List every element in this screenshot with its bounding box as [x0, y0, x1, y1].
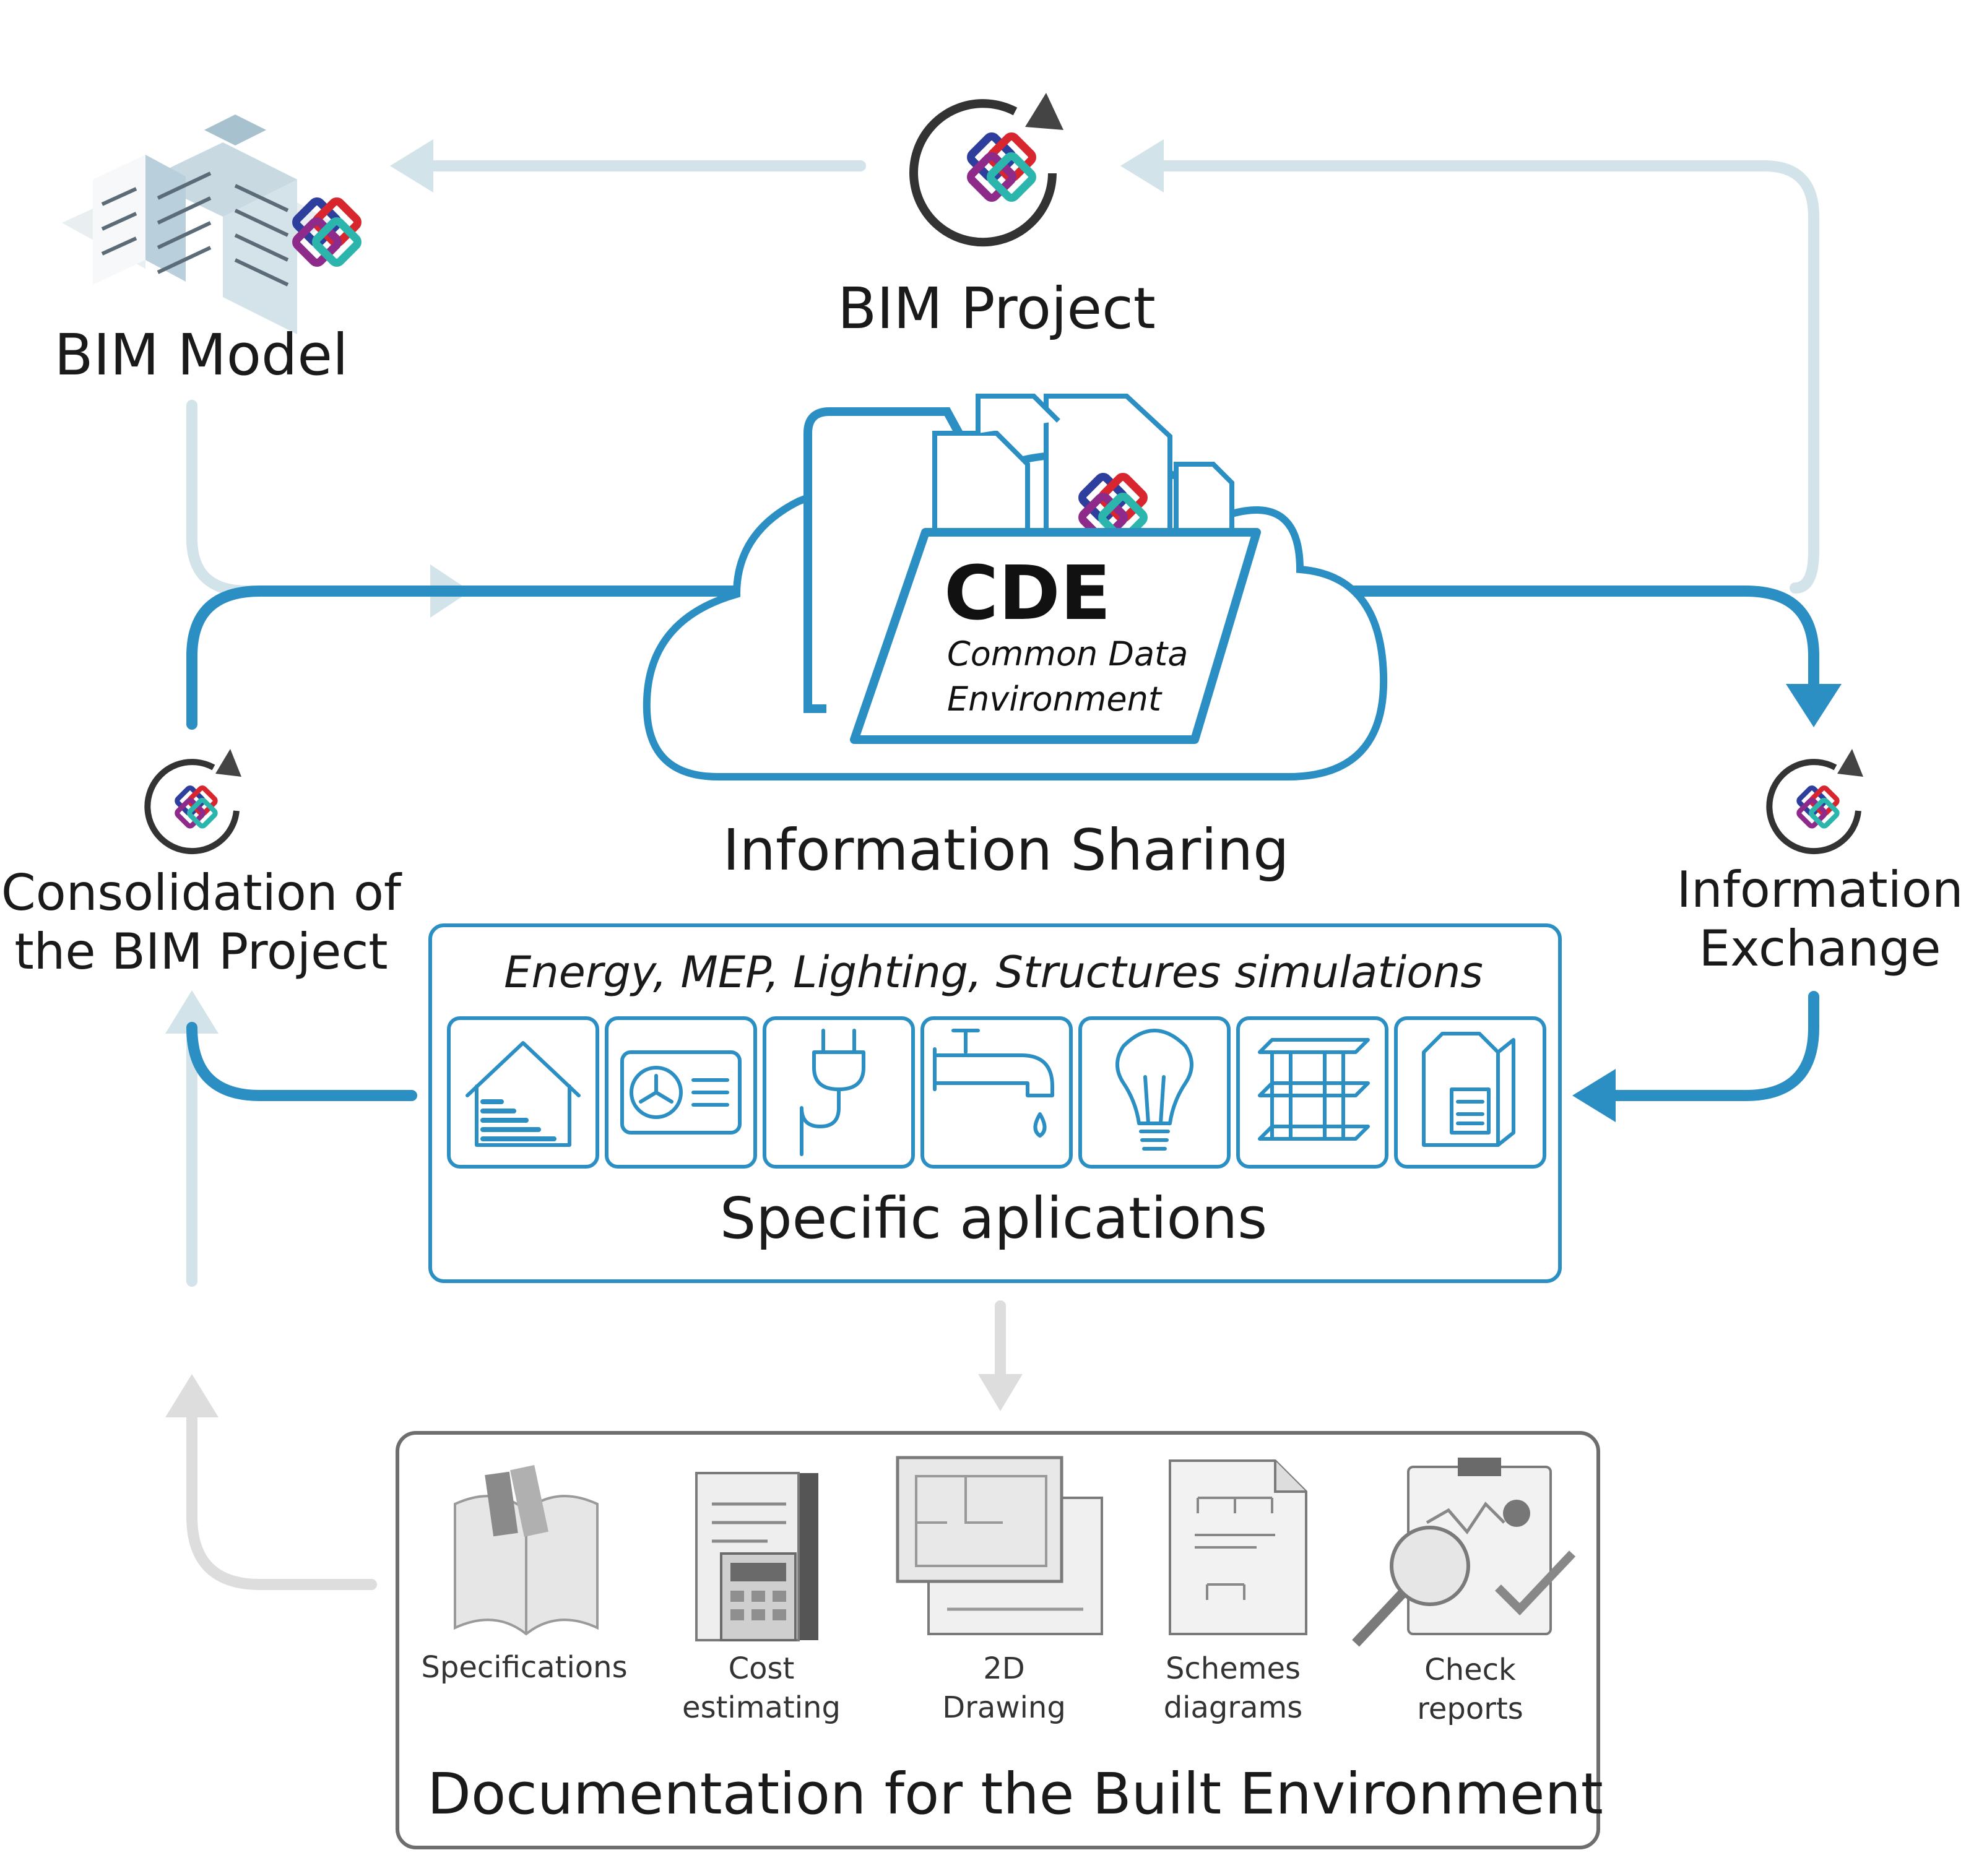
folder-icon — [803, 394, 1261, 744]
arrow-to-bim-project — [1120, 139, 1164, 192]
app-tile — [605, 1016, 757, 1169]
doc-item-line1: Cost — [729, 1651, 795, 1686]
app-tile — [1078, 1016, 1231, 1169]
bim-project-label: BIM Project — [838, 275, 1156, 342]
applications-footer: Specific aplications — [720, 1185, 1267, 1251]
ifc-cycle-icon — [1766, 749, 1863, 855]
ifc-cycle-icon — [144, 749, 241, 855]
information-exchange-line2: Exchange — [1699, 920, 1941, 977]
cde-to-exchange-line — [1344, 586, 1819, 693]
app-tile — [1236, 1016, 1388, 1169]
applications-box — [428, 923, 1562, 1283]
blue-flow-lines — [186, 586, 1819, 1101]
app-tile — [920, 1016, 1073, 1169]
app-tile — [1394, 1016, 1546, 1169]
ifc-cycle-icon — [909, 93, 1063, 247]
arrow-down-exchange — [1786, 684, 1842, 727]
hvac-unit-icon — [620, 1050, 742, 1135]
pale-connector-lines — [186, 160, 1819, 1287]
documentation-return-line — [186, 1300, 1006, 1590]
arrow-up-to-consolidation — [165, 990, 219, 1034]
arrow-up-documentation — [165, 1374, 219, 1417]
arrow-down-documentation — [978, 1374, 1023, 1411]
cde-subtitle-line1: Common Data — [947, 634, 1188, 673]
doc-item-line1: Specifications — [421, 1650, 627, 1685]
doc-item-line2: Drawing — [942, 1690, 1066, 1725]
doc-item-line2: diagrams — [1164, 1690, 1303, 1725]
electric-plug-icon — [800, 1029, 865, 1156]
document-calculator-icon — [1422, 1032, 1515, 1147]
ifc-logo-icon — [294, 199, 360, 265]
consolidation-label-line1: Consolidation of — [1, 864, 402, 922]
doc-item-line1: Schemes — [1166, 1651, 1301, 1686]
cde-title: CDE — [944, 551, 1111, 637]
exchange-to-apps-line — [1604, 991, 1819, 1101]
information-sharing-label: Information Sharing — [723, 817, 1289, 883]
documentation-title: Documentation for the Built Environment — [427, 1761, 1603, 1827]
clipboard-check-icon — [1352, 1458, 1576, 1647]
scheme-document-icon — [1169, 1459, 1307, 1635]
doc-item-line1: Check — [1424, 1653, 1516, 1687]
doc-item-line1: 2D — [983, 1651, 1025, 1686]
right-return-line — [1158, 160, 1819, 594]
cde-subtitle-line2: Environment — [947, 680, 1163, 719]
blueprint-icon — [896, 1456, 1103, 1635]
doc-item-line2: reports — [1417, 1692, 1523, 1726]
bim-model-label: BIM Model — [54, 322, 348, 388]
consolidation-label-line2: the BIM Project — [14, 923, 388, 980]
applications-header: Energy, MEP, Lighting, Structures simula… — [504, 947, 1483, 998]
app-tile — [763, 1016, 915, 1169]
structure-frame-icon — [1258, 1038, 1370, 1141]
information-exchange-line1: Information — [1676, 861, 1963, 919]
arrow-left-apps — [1572, 1069, 1616, 1122]
doc-item-line2: estimating — [682, 1690, 841, 1725]
app-tile — [447, 1016, 599, 1169]
house-energy-icon — [466, 1041, 581, 1147]
calculator-sheet-icon — [695, 1472, 818, 1641]
open-book-icon — [454, 1465, 599, 1636]
water-tap-icon — [933, 1029, 1054, 1138]
light-bulb-icon — [1115, 1029, 1193, 1151]
bim-model-down-line — [186, 400, 445, 597]
consolidation-to-cde-line — [186, 586, 742, 730]
arrow-to-bim-model — [390, 139, 433, 192]
apps-to-consolidation-line — [186, 1022, 417, 1101]
building-icon — [62, 115, 334, 334]
